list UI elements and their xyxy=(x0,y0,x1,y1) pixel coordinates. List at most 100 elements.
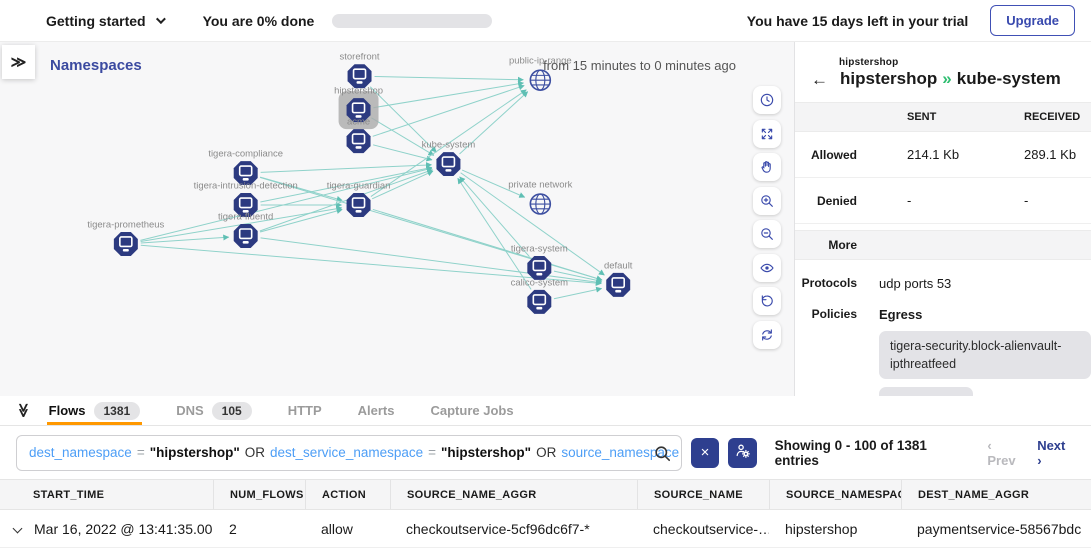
refresh-button[interactable] xyxy=(753,320,781,349)
tab-count-badge: 105 xyxy=(211,401,252,420)
node-label: tigera-compliance xyxy=(208,149,283,160)
graph-node-public-ip-range[interactable]: public-ip-range xyxy=(509,56,572,91)
tab-alerts[interactable]: Alerts xyxy=(356,396,397,425)
graph-node-tigera-intrusion-detection[interactable]: tigera-intrusion-detection xyxy=(194,181,298,218)
stats-header-row: SENT RECEIVED xyxy=(795,102,1091,132)
clear-query-button[interactable]: × xyxy=(690,437,720,468)
trial-days-text: You have 15 days left in your trial xyxy=(746,12,969,29)
graph-edge xyxy=(260,165,433,203)
graph-node-hipstershop[interactable]: hipstershop xyxy=(334,86,383,130)
node-label: default xyxy=(604,260,633,271)
chevron-down-icon xyxy=(155,14,166,25)
column-header-num_flows[interactable]: NUM_FLOWS xyxy=(213,480,305,509)
graph-edge xyxy=(553,286,603,300)
service-graph-panel[interactable]: ≫ Namespaces from 15 minutes to 0 minute… xyxy=(0,42,795,396)
column-header-start_time[interactable]: START_TIME xyxy=(33,488,105,501)
user-query-settings-button[interactable] xyxy=(728,437,757,468)
query-token-bool: OR xyxy=(244,445,266,460)
graph-edge xyxy=(369,86,437,153)
column-header-source_name_aggr[interactable]: SOURCE_NAME_AGGR xyxy=(390,480,637,509)
upgrade-button[interactable]: Upgrade xyxy=(990,5,1075,36)
next-page-button[interactable]: Next › xyxy=(1037,437,1066,468)
namespace-node-icon xyxy=(346,129,371,154)
tab-capture-jobs[interactable]: Capture Jobs xyxy=(429,396,516,425)
column-header-source_name[interactable]: SOURCE_NAME xyxy=(637,480,769,509)
graph-node-calico-system[interactable]: calico-system xyxy=(511,277,568,314)
graph-edge xyxy=(371,117,435,156)
edge-title: hipstershop»kube-system xyxy=(840,69,1061,89)
visibility-button[interactable] xyxy=(753,253,781,282)
node-label: private network xyxy=(508,180,572,191)
egress-label: Egress xyxy=(879,307,923,322)
namespace-node-icon xyxy=(527,255,552,280)
zoom-out-button[interactable] xyxy=(753,220,781,248)
visibility-icon xyxy=(760,263,774,272)
row-expand-chevron-icon[interactable] xyxy=(12,523,23,534)
details-panel: hipstershop ← hipstershop»kube-system SE… xyxy=(795,42,1091,396)
graph-node-tigera-fluentd[interactable]: tigera-fluentd xyxy=(218,211,273,248)
fit-to-view-button[interactable] xyxy=(753,119,781,148)
clock-button[interactable] xyxy=(753,86,781,114)
graph-node-tigera-guardian[interactable]: tigera-guardian xyxy=(327,181,391,218)
refresh-icon xyxy=(762,328,772,341)
getting-started-dropdown[interactable]: Getting started xyxy=(46,13,166,29)
graph-node-acme[interactable]: acme xyxy=(346,117,371,154)
graph-node-tigera-prometheus[interactable]: tigera-prometheus xyxy=(87,219,165,256)
graph-edge xyxy=(459,176,530,257)
namespace-node-icon xyxy=(436,152,461,177)
protocols-row: Protocols udp ports 53 xyxy=(795,260,1091,291)
column-header-action[interactable]: ACTION xyxy=(305,480,390,509)
user-gear-icon xyxy=(734,442,751,463)
graph-node-default[interactable]: default xyxy=(604,260,633,297)
collapse-bottom-panel-icon[interactable]: ≫ xyxy=(15,403,32,418)
policy-pill[interactable]: security.pass xyxy=(879,387,974,396)
graph-edge xyxy=(373,80,525,109)
protocols-label: Protocols xyxy=(801,276,857,290)
policies-row: Policies Egress tigera-security.block-al… xyxy=(795,291,1091,396)
graph-node-tigera-compliance[interactable]: tigera-compliance xyxy=(208,149,283,186)
double-chevron-right-icon: ≫ xyxy=(10,54,27,71)
tab-http[interactable]: HTTP xyxy=(286,396,324,425)
more-section-header[interactable]: More xyxy=(795,230,1091,260)
stats-col-received: RECEIVED xyxy=(1024,111,1081,123)
undo-button[interactable] xyxy=(753,287,781,315)
node-label: calico-system xyxy=(511,277,568,288)
search-icon xyxy=(653,444,672,466)
query-token-field: source_namespace xyxy=(561,445,680,460)
stats-sent-value: - xyxy=(907,193,912,208)
graph-edge xyxy=(372,84,525,137)
tab-label: HTTP xyxy=(287,403,322,418)
graph-node-kube-system[interactable]: kube-system xyxy=(422,140,476,177)
cell-action: allow xyxy=(321,520,353,537)
zoom-out-icon xyxy=(761,228,773,240)
column-header-source_namespace[interactable]: SOURCE_NAMESPACE xyxy=(769,480,901,509)
node-label: storefront xyxy=(340,52,380,63)
zoom-in-button[interactable] xyxy=(753,186,781,215)
showing-entries-text: Showing 0 - 100 of 1381 entries xyxy=(774,437,927,468)
stats-sent-value: 214.1 Kb xyxy=(907,147,960,162)
progress-text: You are 0% done xyxy=(202,12,315,29)
graph-node-private-network[interactable]: private network xyxy=(508,180,573,215)
graph-node-tigera-system[interactable]: tigera-system xyxy=(511,243,568,280)
progress-bar xyxy=(332,13,493,28)
column-header-dest_name_aggr[interactable]: DEST_NAME_AGGR xyxy=(901,480,1091,509)
prev-page-button[interactable]: ‹ Prev xyxy=(987,437,1016,468)
stats-row-denied: Denied-- xyxy=(795,178,1091,224)
graph-node-storefront[interactable]: storefront xyxy=(340,52,380,89)
cell-source_name_aggr: checkoutservice-5cf96dc6f7-* xyxy=(406,520,590,537)
pan-hand-button[interactable] xyxy=(753,153,781,181)
policy-pill[interactable]: tigera-security.block-alienvault-ipthrea… xyxy=(879,331,1091,380)
stats-row-label: Denied xyxy=(816,193,857,208)
graph-view-title: Namespaces xyxy=(50,57,142,74)
expand-panel-button[interactable]: ≫ xyxy=(2,45,35,79)
back-arrow-icon[interactable]: ← xyxy=(811,69,828,89)
graph-toolbar xyxy=(753,86,781,349)
